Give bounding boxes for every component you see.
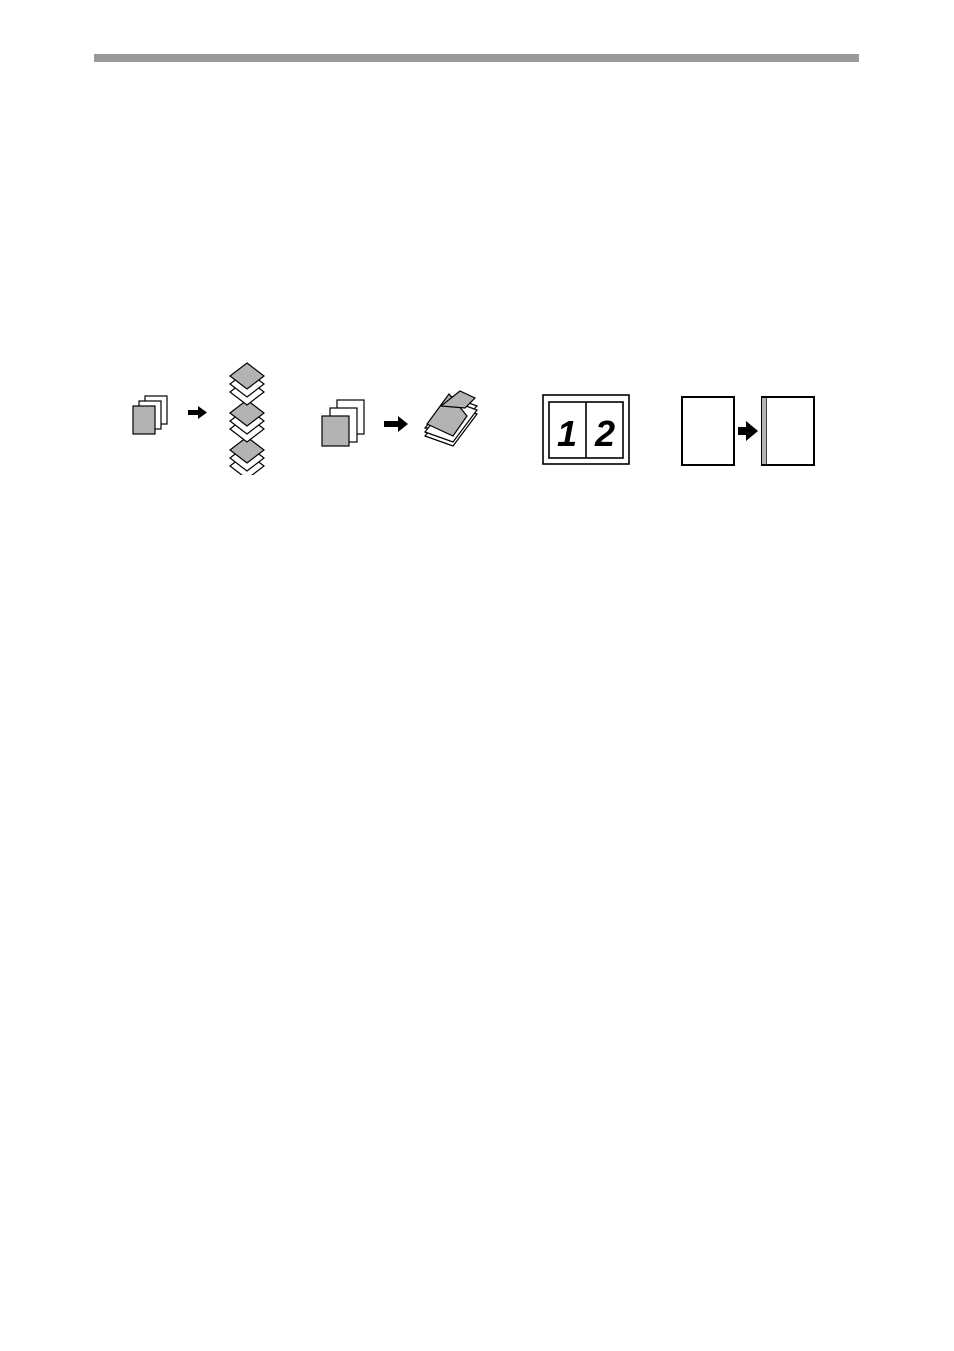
arrow-right-icon: [738, 421, 758, 441]
top-rule: [94, 54, 859, 62]
cover-illustration: [680, 395, 820, 469]
page-number-1: 1: [557, 413, 577, 454]
group-illustration: [315, 388, 485, 458]
sort-icon: [128, 360, 273, 475]
page-number-2: 2: [594, 413, 615, 454]
two-up-icon: 1 2: [542, 394, 632, 466]
group-icon: [315, 388, 485, 458]
sort-illustration: [128, 360, 273, 475]
cover-icon: [680, 395, 820, 469]
arrow-right-icon: [188, 406, 207, 419]
two-up-illustration: 1 2: [542, 394, 632, 466]
arrow-right-icon: [384, 416, 408, 432]
